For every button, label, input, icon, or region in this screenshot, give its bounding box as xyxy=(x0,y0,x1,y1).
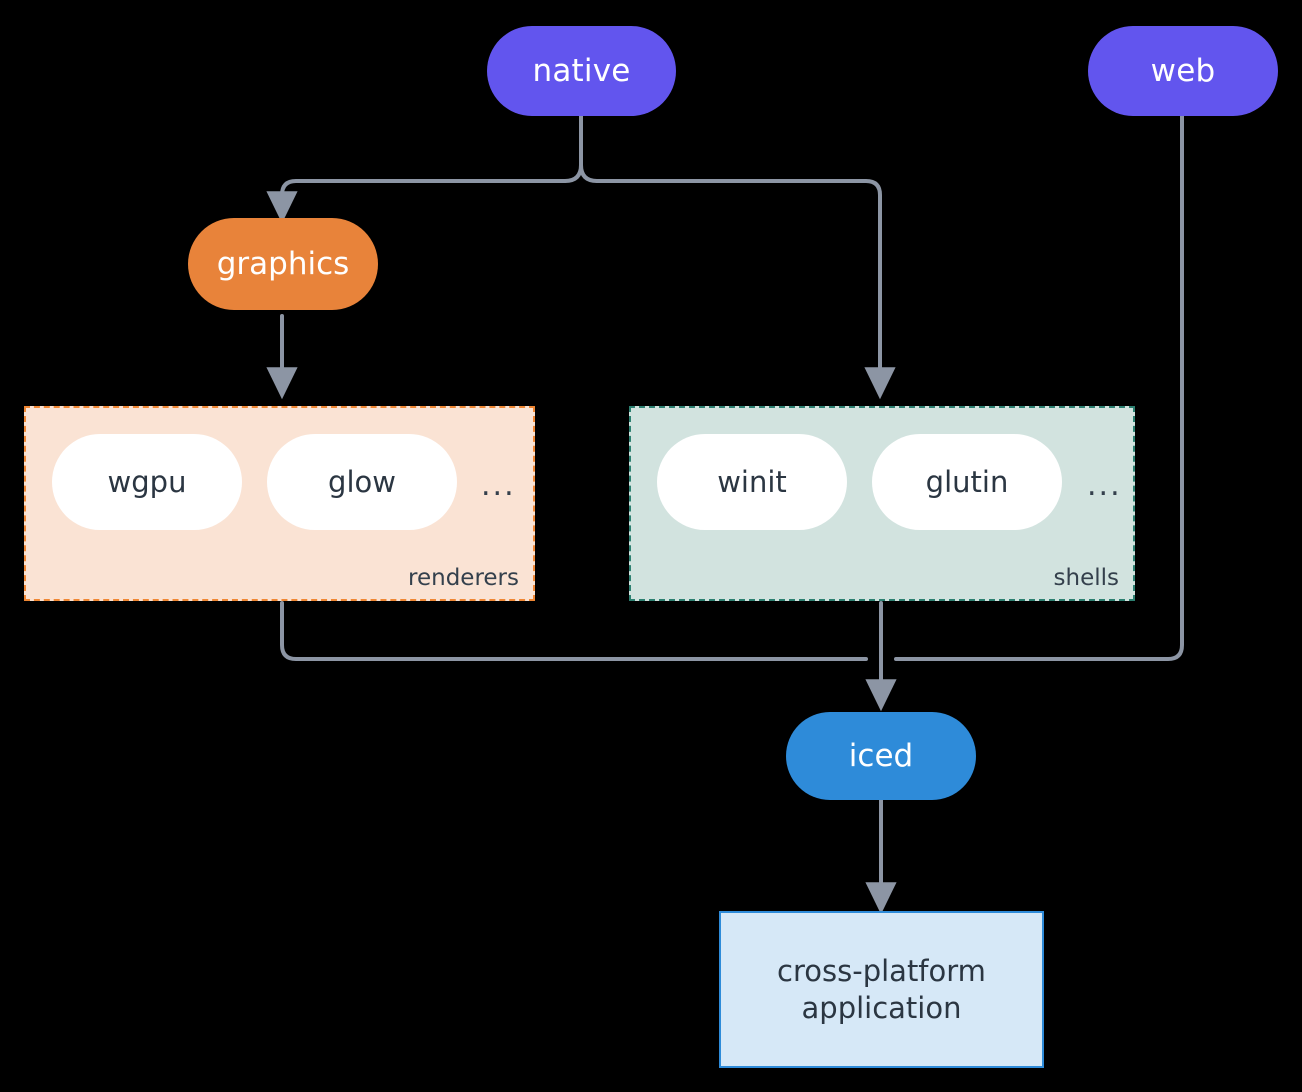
node-glutin[interactable]: glutin xyxy=(872,434,1062,530)
node-glow[interactable]: glow xyxy=(267,434,457,530)
edge-native-to-shells xyxy=(595,179,896,400)
node-graphics[interactable]: graphics xyxy=(188,218,378,310)
node-winit-label: winit xyxy=(717,465,787,499)
renderers-overflow-ellipsis: ... xyxy=(481,468,516,503)
node-native-label: native xyxy=(532,52,631,89)
shells-overflow-ellipsis: ... xyxy=(1087,468,1122,503)
edge-native-to-graphics xyxy=(266,179,567,224)
edge-native-split xyxy=(563,112,583,183)
application-label-line1: cross-platform xyxy=(777,954,986,989)
node-iced-label: iced xyxy=(848,737,914,774)
edge-renderers-to-iced xyxy=(280,601,868,661)
node-native[interactable]: native xyxy=(487,26,676,116)
node-wgpu[interactable]: wgpu xyxy=(52,434,242,530)
node-cross-platform-application[interactable]: cross-platform application xyxy=(719,911,1044,1068)
node-web-label: web xyxy=(1150,52,1216,89)
node-glutin-label: glutin xyxy=(925,465,1009,499)
node-iced[interactable]: iced xyxy=(786,712,976,800)
edge-native-split-right xyxy=(579,112,599,183)
group-renderers-label: renderers xyxy=(408,565,519,591)
node-glow-label: glow xyxy=(328,465,396,499)
node-web[interactable]: web xyxy=(1088,26,1278,116)
group-shells-label: shells xyxy=(1053,565,1119,591)
node-winit[interactable]: winit xyxy=(657,434,847,530)
group-renderers: wgpu glow ... renderers xyxy=(24,406,535,601)
group-shells: winit glutin ... shells xyxy=(629,406,1135,601)
node-wgpu-label: wgpu xyxy=(107,465,187,499)
node-graphics-label: graphics xyxy=(216,245,350,282)
application-label-line2: application xyxy=(801,990,962,1025)
